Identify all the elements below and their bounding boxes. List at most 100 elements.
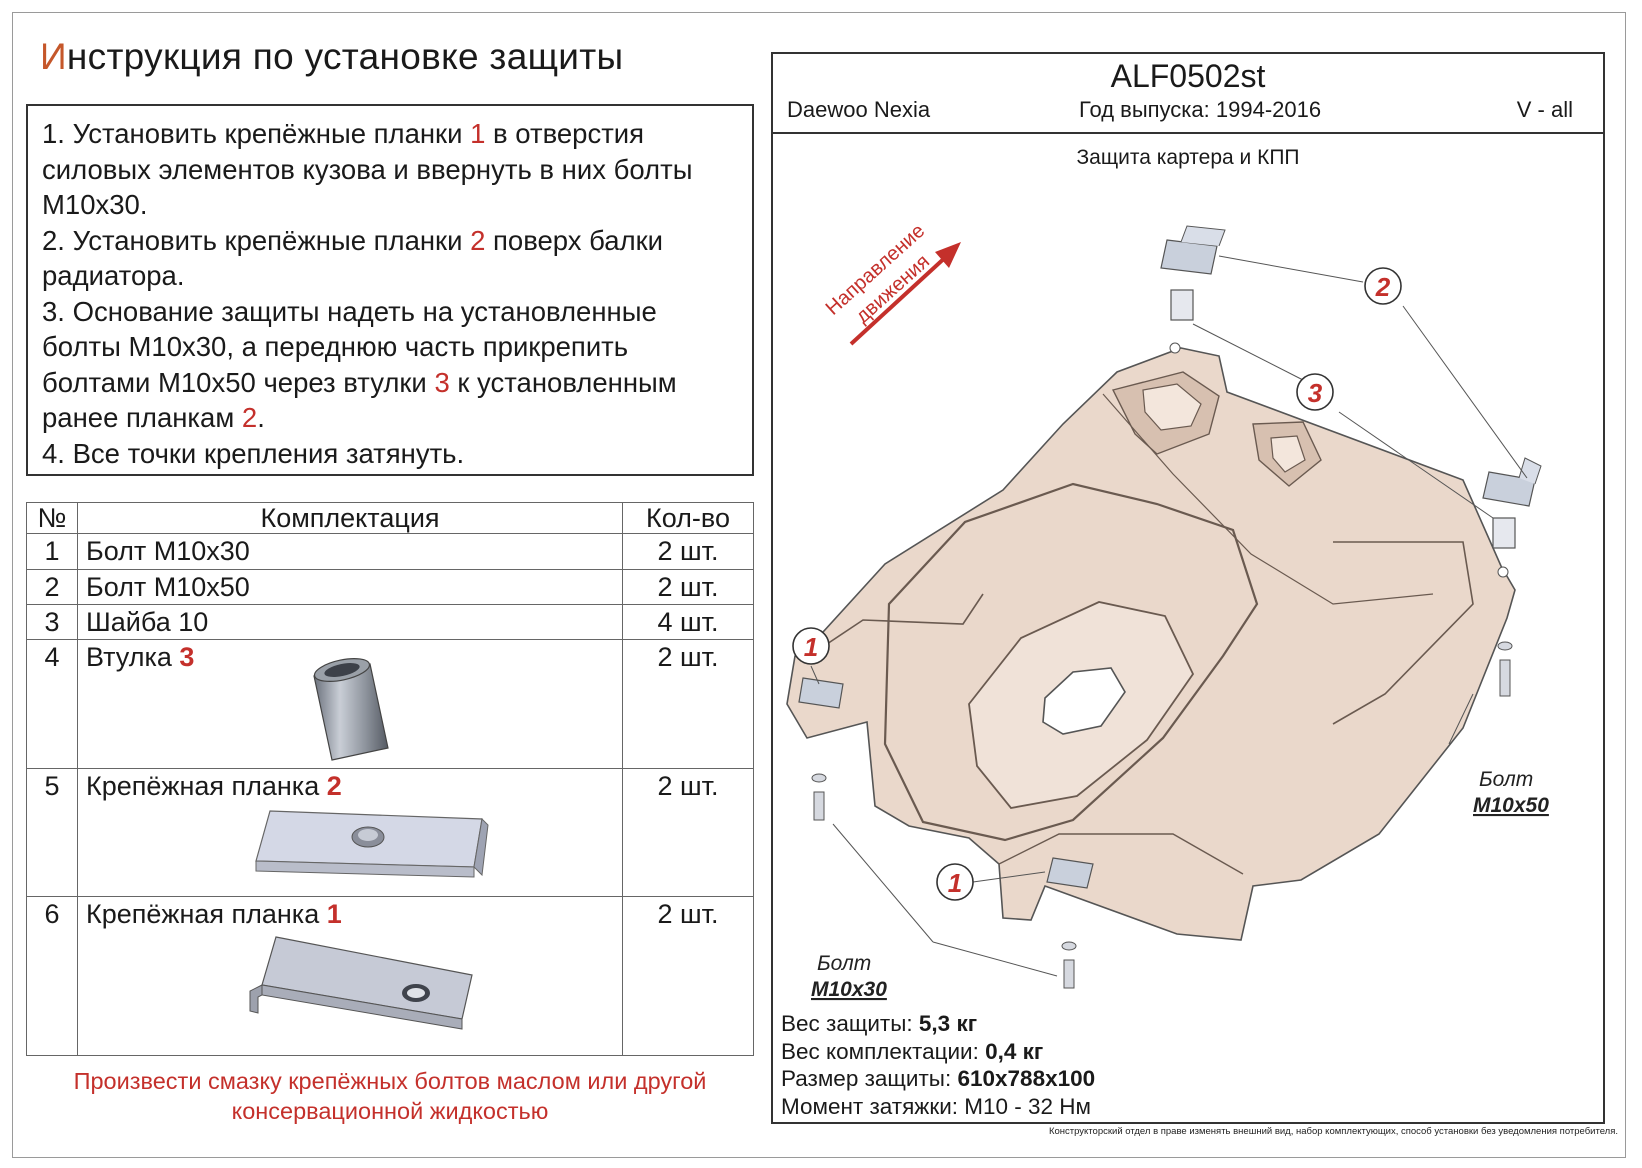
instruction-line: ранее планкам 2. (42, 400, 740, 436)
instruction-ref: 3 (434, 366, 450, 398)
row-ref: 1 (326, 899, 342, 930)
instruction-text: к установленным (449, 366, 677, 398)
callout-3: 3 (1296, 373, 1334, 411)
disclaimer: Конструкторский отдел в праве изменять в… (1048, 1126, 1618, 1137)
stat-size: Размер защиты: 610x788x100 (781, 1065, 1095, 1093)
title-rest: нструкция по установке защиты (66, 36, 624, 77)
row-ref: 3 (179, 642, 195, 673)
row-name-text: Крепёжная планка (86, 770, 327, 801)
table-row: 1 Болт М10х30 2 шт. (26, 533, 754, 570)
instruction-text: . (257, 402, 265, 433)
instruction-text: радиатора. (42, 260, 185, 291)
stat-label: Момент затяжки: (781, 1093, 965, 1119)
instruction-line: 1. Установить крепёжные планки 1 в отвер… (42, 116, 740, 152)
bolt-m10x30-label-1: Болт (817, 952, 871, 975)
callout-3-text: 3 (1308, 378, 1323, 408)
product-code: ALF0502st (1110, 58, 1266, 94)
production-years: Год выпуска: 1994-2016 (1079, 97, 1322, 122)
stat-label: Вес комплектации: (781, 1038, 986, 1064)
header-num: № (26, 501, 78, 535)
lubrication-note: Произвести смазку крепёжных болтов масло… (26, 1066, 754, 1126)
row-num: 6 (26, 896, 78, 1056)
instruction-line: 2. Установить крепёжные планки 2 поверх … (42, 223, 740, 259)
mounting-plate-1-left (798, 677, 844, 709)
stat-value: 610x788x100 (957, 1066, 1096, 1091)
skid-plate (786, 342, 1516, 941)
table-row: 3 Шайба 10 4 шт. (26, 604, 754, 641)
row-num: 3 (26, 604, 78, 641)
drawing-caption: Защита картера и КПП (1076, 146, 1300, 169)
bolt-m10x30-bottom-icon (1061, 941, 1077, 989)
instruction-ref: 1 (470, 118, 486, 149)
callout-1-left: 1 (792, 627, 830, 665)
callout-1-bottom-text: 1 (948, 868, 962, 898)
instruction-text: 3. Основание защиты надеть на установлен… (42, 295, 657, 327)
spec-stats: Вес защиты: 5,3 кг Вес комплектации: 0,4… (781, 1010, 1095, 1120)
table-row: 4 Втулка 3 2 шт. (26, 639, 754, 769)
instruction-line: болты М10х30, а переднюю часть прикрепит… (42, 329, 740, 365)
bolt-m10x50-label-1: Болт (1479, 768, 1533, 791)
bolt-m10x30-label-2: М10х30 (811, 978, 887, 1001)
bolt-m10x50-icon (1497, 641, 1513, 697)
row-name-text: Крепёжная планка (86, 899, 327, 930)
mounting-plate-2-icon (255, 810, 489, 878)
bushing-icon (313, 658, 389, 762)
spec-box: ALF0502st Daewoo Nexia Год выпуска: 1994… (771, 52, 1605, 1124)
row-name: Болт М10х30 (77, 533, 623, 570)
instruction-text: 2. Установить крепёжные планки (42, 224, 471, 256)
row-qty: 2 шт. (622, 639, 754, 769)
row-num: 4 (26, 639, 78, 769)
stat-value: 0,4 кг (985, 1038, 1044, 1064)
row-name-text: Болт М10х50 (86, 571, 250, 602)
bolt-m10x50-label-2: М10х50 (1473, 794, 1549, 817)
table-row: 5 Крепёжная планка 2 2 шт. (26, 767, 754, 898)
row-num: 2 (26, 568, 78, 606)
row-name-text: Болт М10х30 (86, 536, 250, 567)
header-qty: Кол-во (622, 501, 754, 535)
stat-kit-weight: Вес комплектации: 0,4 кг (781, 1038, 1095, 1066)
instruction-text: силовых элементов кузова и ввернуть в ни… (42, 153, 693, 185)
instructions-box: 1. Установить крепёжные планки 1 в отвер… (26, 104, 754, 476)
leader-lines (810, 255, 1528, 977)
mounting-plate-2-right (1482, 457, 1542, 549)
spec-header: ALF0502st Daewoo Nexia Год выпуска: 1994… (773, 54, 1603, 134)
page-title: Инструкция по установке защиты (40, 36, 623, 78)
bolt-m10x30-left-icon (811, 773, 827, 821)
row-qty: 4 шт. (622, 604, 754, 641)
stat-value: 5,3 кг (918, 1011, 978, 1036)
instruction-line: 4. Все точки крепления затянуть. (42, 436, 740, 472)
header-name: Комплектация (77, 501, 623, 535)
kit-table-header: № Комплектация Кол-во (26, 501, 754, 535)
skid-plate-drawing: Направление движения (786, 220, 1549, 1001)
stat-label: Размер защиты: (781, 1066, 958, 1091)
instruction-ref: 2 (241, 402, 258, 433)
row-qty: 2 шт. (622, 568, 754, 606)
instruction-text: 1. Установить крепёжные планки (42, 118, 471, 149)
instruction-line: силовых элементов кузова и ввернуть в ни… (42, 152, 740, 188)
table-row: 6 Крепёжная планка 1 2 шт. (26, 896, 754, 1056)
row-ref: 2 (326, 770, 342, 801)
instruction-text: ранее планкам (42, 402, 242, 433)
stat-label: Вес защиты: (781, 1011, 919, 1036)
row-name: Крепёжная планка 2 (77, 767, 623, 898)
row-name-text: Втулка (86, 642, 180, 673)
row-qty: 2 шт. (622, 533, 754, 570)
engine-spec: V - all (1516, 97, 1573, 122)
instruction-text: 4. Все точки крепления затянуть. (42, 437, 465, 469)
table-row: 2 Болт М10х50 2 шт. (26, 568, 754, 606)
row-name: Шайба 10 (77, 604, 623, 641)
instruction-text: М10х30. (42, 189, 148, 220)
callout-1-bottom: 1 (936, 863, 974, 901)
mounting-plate-1-icon (249, 936, 473, 1030)
callout-2: 2 (1364, 267, 1402, 305)
row-name: Втулка 3 (77, 639, 623, 769)
row-name: Крепёжная планка 1 (77, 896, 623, 1056)
kit-table: № Комплектация Кол-во 1 Болт М10х30 2 шт… (26, 501, 754, 1056)
instruction-ref: 2 (470, 224, 486, 256)
row-num: 5 (26, 767, 78, 898)
row-qty: 2 шт. (622, 767, 754, 898)
row-qty: 2 шт. (622, 896, 754, 1056)
stat-value: М10 - 32 Нм (964, 1093, 1092, 1119)
instruction-line: радиатора. (42, 258, 740, 294)
car-model: Daewoo Nexia (787, 97, 931, 122)
